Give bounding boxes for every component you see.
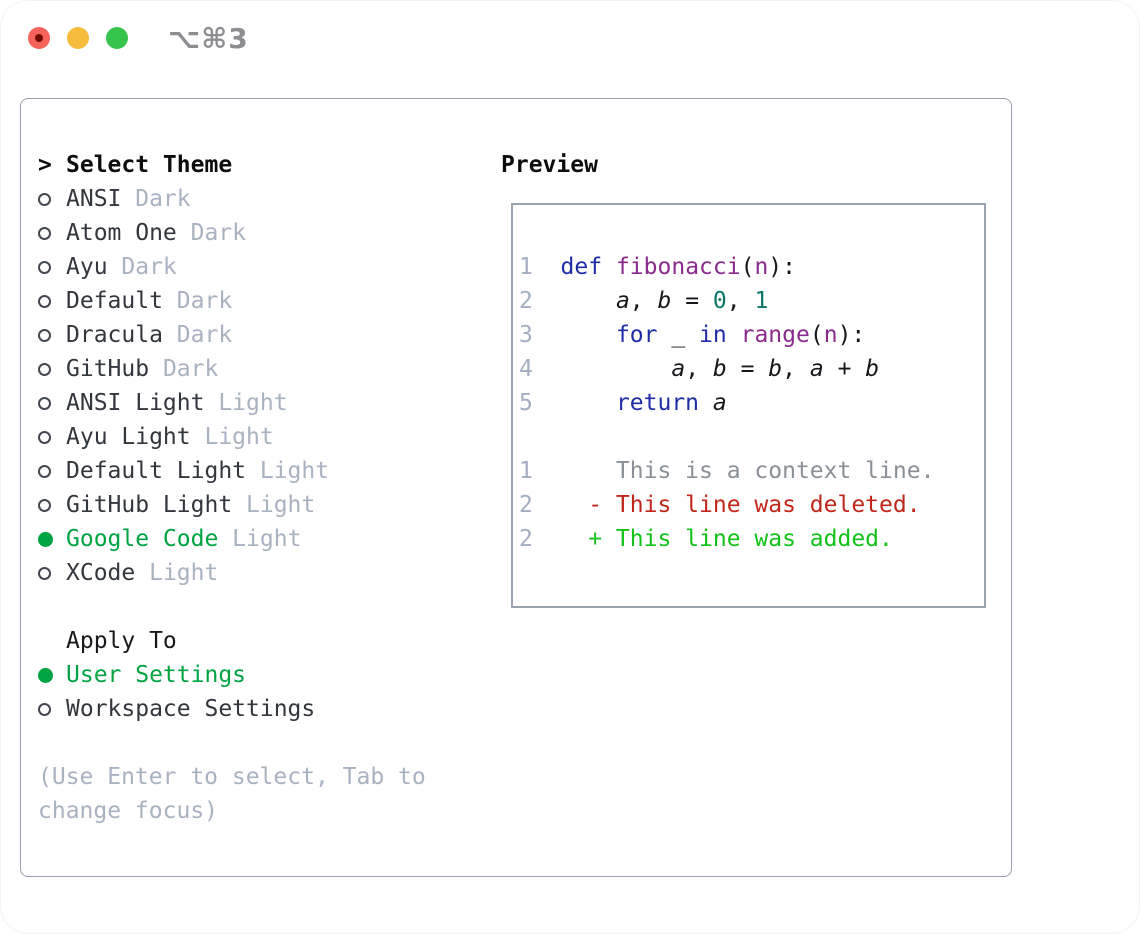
theme-option-xcode[interactable]: XCode Light bbox=[38, 556, 426, 590]
theme-variant-label: Light bbox=[246, 458, 330, 484]
theme-option-label: GitHub Light bbox=[66, 492, 233, 518]
apply-to-header-row: Apply To bbox=[38, 624, 426, 658]
theme-variant-label: Dark bbox=[176, 220, 247, 246]
theme-option-label: GitHub bbox=[66, 356, 150, 382]
preview-diff-context-line: 1 This is a context line. bbox=[519, 458, 935, 484]
theme-option-label: Ayu Light bbox=[66, 424, 191, 450]
theme-option-github[interactable]: GitHub Dark bbox=[38, 352, 426, 386]
theme-option-github-light[interactable]: GitHub Light Light bbox=[38, 488, 426, 522]
preview-diff-deleted-line: 2 - This line was deleted. bbox=[519, 492, 921, 518]
radio-icon bbox=[38, 226, 66, 240]
theme-option-ansi[interactable]: ANSI Dark bbox=[38, 182, 426, 216]
preview-code-line-4: 4 a, b = b, a + b bbox=[519, 356, 880, 382]
theme-option-label: ANSI bbox=[66, 186, 122, 212]
radio-icon bbox=[38, 260, 66, 274]
theme-variant-label: Dark bbox=[162, 288, 233, 314]
theme-option-label: Google Code bbox=[66, 526, 219, 552]
theme-variant-label: Light bbox=[135, 560, 219, 586]
minimize-button[interactable] bbox=[67, 27, 89, 49]
preview-code-line-1: 1 def fibonacci(n): bbox=[519, 254, 796, 280]
theme-variant-label: Light bbox=[232, 492, 316, 518]
radio-icon bbox=[38, 566, 66, 580]
preview-code-line-3: 3 for _ in range(n): bbox=[519, 322, 866, 348]
theme-variant-label: Dark bbox=[107, 254, 177, 280]
radio-icon bbox=[38, 498, 66, 512]
theme-option-label: Default bbox=[66, 288, 163, 314]
radio-icon bbox=[38, 362, 66, 376]
apply-option-label: User Settings bbox=[66, 662, 247, 688]
preview-code-line-5: 5 return a bbox=[519, 390, 727, 416]
theme-option-ansi-light[interactable]: ANSI Light Light bbox=[38, 386, 426, 420]
radio-icon bbox=[38, 294, 66, 308]
radio-icon bbox=[38, 464, 66, 478]
spacer bbox=[38, 726, 426, 760]
theme-option-dracula[interactable]: Dracula Dark bbox=[38, 318, 426, 352]
radio-icon bbox=[38, 430, 66, 444]
theme-option-default[interactable]: Default Dark bbox=[38, 284, 426, 318]
preview-pane: 1 def fibonacci(n): 2 a, b = 0, 1 3 for _ … bbox=[511, 203, 986, 608]
theme-variant-label: Dark bbox=[162, 322, 233, 348]
theme-option-label: XCode bbox=[66, 560, 136, 586]
theme-variant-label: Light bbox=[190, 424, 274, 450]
theme-variant-label: Dark bbox=[149, 356, 219, 382]
apply-option-user-settings[interactable]: User Settings bbox=[38, 658, 426, 692]
preview-blank-line bbox=[519, 420, 934, 454]
apply-option-label: Workspace Settings bbox=[66, 696, 316, 722]
preview-title: Preview bbox=[501, 152, 598, 178]
zoom-button[interactable] bbox=[106, 27, 128, 49]
title-bar: ⌥⌘3 bbox=[0, 0, 1140, 78]
theme-variant-label: Light bbox=[204, 390, 288, 416]
theme-variant-label: Dark bbox=[121, 186, 191, 212]
help-text: (Use Enter to select, Tab to change focu… bbox=[38, 764, 426, 824]
close-button[interactable] bbox=[28, 27, 50, 49]
window-title: ⌥⌘3 bbox=[168, 22, 249, 55]
apply-to-header: Apply To bbox=[66, 628, 177, 654]
theme-option-google-code[interactable]: Google Code Light bbox=[38, 522, 426, 556]
radio-selected-icon bbox=[38, 531, 66, 547]
theme-option-label: Default Light bbox=[66, 458, 247, 484]
theme-option-ayu[interactable]: Ayu Dark bbox=[38, 250, 426, 284]
radio-icon bbox=[38, 328, 66, 342]
apply-option-workspace-settings[interactable]: Workspace Settings bbox=[38, 692, 426, 726]
spacer bbox=[38, 590, 426, 624]
theme-option-ayu-light[interactable]: Ayu Light Light bbox=[38, 420, 426, 454]
radio-selected-icon bbox=[38, 667, 66, 683]
theme-option-label: Dracula bbox=[66, 322, 163, 348]
theme-option-default-light[interactable]: Default Light Light bbox=[38, 454, 426, 488]
preview-diff-added-line: 2 + This line was added. bbox=[519, 526, 893, 552]
prompt-icon: > bbox=[38, 152, 52, 178]
theme-option-label: Atom One bbox=[66, 220, 177, 246]
radio-icon bbox=[38, 396, 66, 410]
radio-icon bbox=[38, 702, 66, 716]
preview-lines: 1 def fibonacci(n): 2 a, b = 0, 1 3 for _ … bbox=[519, 250, 934, 556]
select-theme-header-row: > Select Theme bbox=[38, 148, 426, 182]
theme-option-atom-one[interactable]: Atom One Dark bbox=[38, 216, 426, 250]
preview-code-line-2: 2 a, b = 0, 1 bbox=[519, 288, 769, 314]
theme-variant-label: Light bbox=[218, 526, 302, 552]
select-theme-header: Select Theme bbox=[66, 152, 233, 178]
theme-option-label: ANSI Light bbox=[66, 390, 205, 416]
theme-option-label: Ayu bbox=[66, 254, 108, 280]
radio-icon bbox=[38, 192, 66, 206]
